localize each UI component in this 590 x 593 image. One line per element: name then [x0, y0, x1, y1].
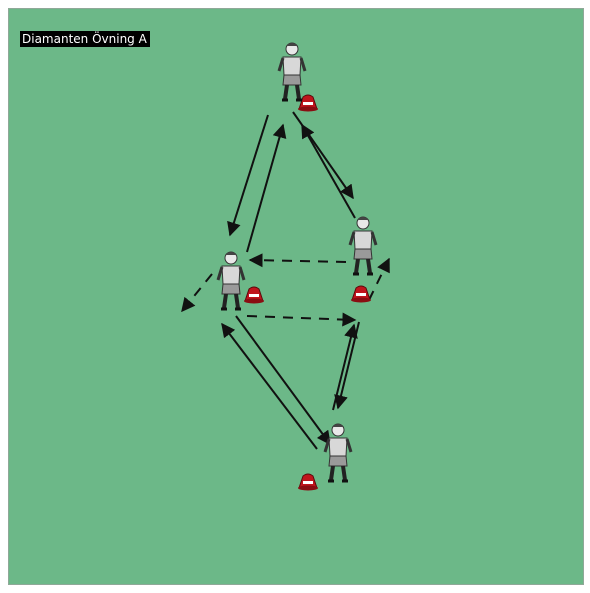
run-right-to-left-upper — [250, 260, 346, 262]
cone-left — [244, 287, 264, 304]
arrow-bottom-to-right — [333, 325, 354, 410]
cone-right — [351, 286, 371, 303]
arrow-bottom-to-left — [222, 324, 317, 449]
arrow-left-to-top — [247, 125, 283, 252]
run-left-to-right-lower — [247, 316, 355, 320]
run-left-outward — [182, 274, 212, 311]
cone-bottom — [298, 474, 318, 491]
arrow-top-to-right — [293, 112, 353, 198]
player-left — [218, 252, 244, 309]
arrow-right-to-top — [302, 125, 355, 218]
arrow-top-to-left — [230, 115, 268, 235]
cone-top — [298, 95, 318, 112]
player-right — [350, 217, 376, 274]
arrow-left-to-bottom — [236, 316, 330, 444]
run-right-outward — [369, 259, 389, 300]
arrow-right-to-bottom — [338, 322, 359, 408]
player-bottom — [325, 424, 351, 481]
player-top — [279, 43, 305, 100]
arrows-solid — [222, 112, 359, 449]
